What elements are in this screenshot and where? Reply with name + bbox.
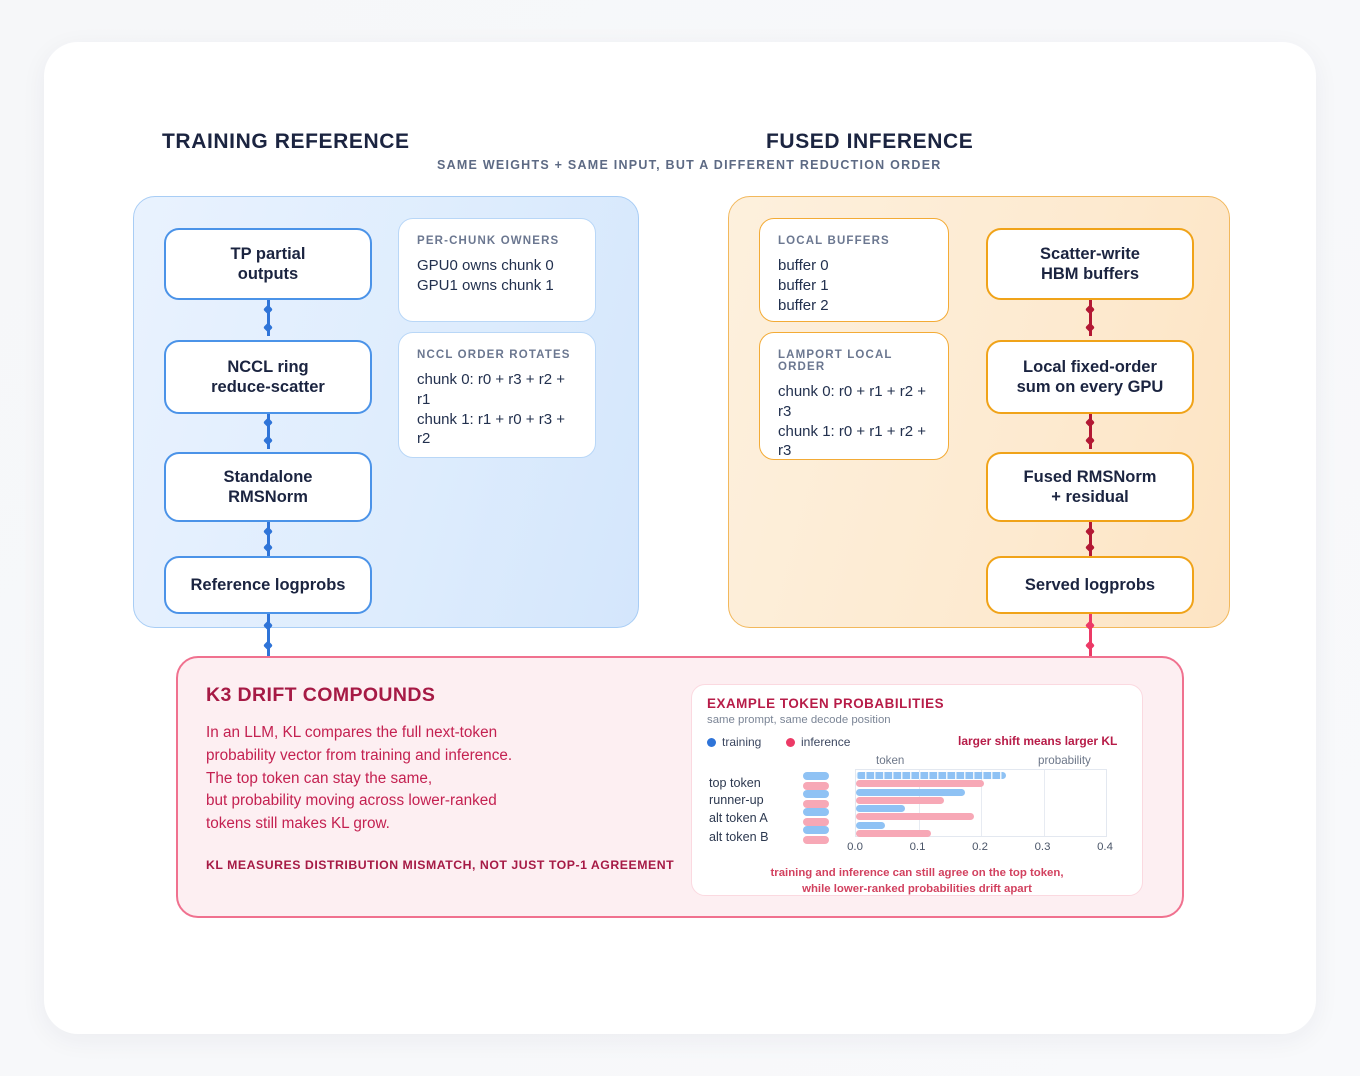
chart-title: EXAMPLE TOKEN PROBABILITIES [707, 696, 945, 711]
gridline [1043, 770, 1045, 836]
note-heading: NCCL ORDER ROTATES [417, 349, 571, 361]
drift-body: In an LLM, KL compares the full next-tok… [206, 722, 646, 836]
x-tick: 0.0 [847, 841, 863, 853]
drift-footer: KL MEASURES DISTRIBUTION MISMATCH, NOT J… [206, 858, 675, 872]
note-box-per-chunk-owners: PER-CHUNK OWNERS GPU0 owns chunk 0 GPU1 … [398, 218, 596, 322]
bar-training [856, 788, 966, 796]
connector-training-1 [263, 298, 274, 336]
drift-body-line: In an LLM, KL compares the full next-tok… [206, 724, 498, 741]
flow-box-reference-logprobs[interactable]: Reference logprobs [164, 556, 372, 614]
bar-inference [856, 813, 974, 821]
drift-body-line: but probability moving across lower-rank… [206, 792, 497, 810]
legend-swatch-training-icon [707, 737, 716, 747]
flow-box-label: NCCL ring reduce-scatter [211, 357, 325, 396]
token-pill-inference [803, 800, 829, 808]
chart-column-header-token: token [876, 754, 905, 767]
connector-inference-1 [1085, 298, 1096, 336]
note-line: chunk 1: r0 + r1 + r2 + r3 [778, 422, 927, 460]
flow-box-served-logprobs[interactable]: Served logprobs [986, 556, 1194, 614]
note-heading: LAMPORT LOCAL ORDER [778, 349, 893, 373]
flow-box-label: Standalone RMSNorm [223, 467, 313, 506]
note-line: chunk 0: r0 + r1 + r2 + r3 [778, 383, 927, 420]
connector-training-2 [263, 411, 274, 449]
flow-box-local-fixed-order-sum[interactable]: Local fixed-order sum on every GPU [986, 340, 1194, 414]
token-pill-inference [803, 782, 829, 790]
flow-box-label: Scatter-write HBM buffers [1040, 244, 1140, 283]
bar-training [856, 772, 1006, 779]
chart-row-label: top token [709, 776, 761, 790]
token-pill-training [803, 772, 829, 780]
drift-body-line: probability vector from training and inf… [206, 746, 513, 764]
flow-box-label: TP partial outputs [230, 244, 306, 283]
bar-training [856, 821, 886, 829]
bar-training [856, 805, 905, 812]
token-pill-training [803, 808, 829, 816]
flow-box-standalone-rmsnorm[interactable]: Standalone RMSNorm [164, 452, 372, 522]
connector-inference-3 [1085, 520, 1096, 556]
note-heading: PER-CHUNK OWNERS [417, 235, 560, 247]
flow-box-label: Local fixed-order sum on every GPU [1016, 357, 1164, 396]
chart-caption: training and inference can still agree o… [691, 866, 1143, 897]
note-line: buffer 0 [778, 257, 829, 274]
x-tick: 0.1 [909, 841, 926, 853]
legend-swatch-inference-icon [786, 737, 795, 747]
connector-inference-to-drift [1085, 612, 1096, 660]
chart-column-header-probability: probability [1038, 754, 1091, 767]
flow-box-label: Reference logprobs [190, 575, 346, 594]
diagram-subtitle: SAME WEIGHTS + SAME INPUT, BUT A DIFFERE… [437, 158, 942, 172]
note-box-local-buffers: LOCAL BUFFERS buffer 0 buffer 1 buffer 2 [759, 218, 949, 322]
note-line: buffer 2 [778, 296, 829, 314]
token-pill-inference [803, 818, 829, 826]
chart-caption-line: while lower-ranked probabilities drift a… [802, 882, 1032, 895]
token-pill-inference [803, 836, 829, 844]
connector-training-3 [263, 520, 274, 556]
drift-body-line: The top token can stay the same, [206, 769, 433, 787]
gridline [981, 770, 982, 836]
drift-title: K3 DRIFT COMPOUNDS [206, 684, 436, 706]
chart-caption-line: training and inference can still agree o… [770, 867, 1064, 879]
token-pill-training [803, 826, 829, 834]
chart-subtitle: same prompt, same decode position [707, 714, 891, 726]
note-box-lamport-local-order: LAMPORT LOCAL ORDER chunk 0: r0 + r1 + r… [759, 332, 949, 460]
flow-box-label: Served logprobs [1024, 575, 1156, 594]
token-pill-training [803, 790, 829, 798]
chart-annotation: larger shift means larger KL [958, 734, 1118, 748]
x-tick: 0.3 [1034, 841, 1051, 853]
connector-inference-2 [1085, 411, 1096, 449]
note-line: buffer 1 [778, 276, 829, 294]
note-line: GPU1 owns chunk 1 [417, 276, 554, 294]
column-title-inference: FUSED INFERENCE [766, 130, 974, 153]
legend-label: inference [801, 735, 851, 749]
legend-label: training [722, 735, 762, 749]
chart-row-label: runner-up [709, 793, 764, 807]
bar-inference [856, 829, 931, 837]
flow-box-fused-rmsnorm-residual[interactable]: Fused RMSNorm + residual [986, 452, 1194, 522]
note-heading: LOCAL BUFFERS [778, 235, 890, 247]
note-line: chunk 0: r0 + r3 + r2 + r1 [417, 371, 566, 408]
flow-box-label: Fused RMSNorm + residual [1023, 467, 1157, 506]
connector-training-to-drift [263, 612, 274, 660]
chart-row-label: alt token B [709, 830, 769, 844]
note-line: chunk 1: r1 + r0 + r3 + r2 [417, 410, 566, 448]
flow-box-nccl-ring-reduce-scatter[interactable]: NCCL ring reduce-scatter [164, 340, 372, 414]
drift-body-line: tokens still makes KL grow. [206, 815, 390, 833]
legend-item-inference: inference [786, 735, 850, 749]
note-box-nccl-order-rotates: NCCL ORDER ROTATES chunk 0: r0 + r3 + r2… [398, 332, 596, 458]
bar-inference [856, 796, 944, 804]
column-title-training: TRAINING REFERENCE [162, 130, 410, 153]
flow-box-tp-partial-outputs[interactable]: TP partial outputs [164, 228, 372, 300]
chart-plot-area [855, 769, 1107, 837]
x-tick: 0.4 [1097, 841, 1113, 853]
note-line: GPU0 owns chunk 0 [417, 257, 554, 274]
x-tick: 0.2 [972, 841, 988, 853]
flow-box-scatter-write-hbm-buffers[interactable]: Scatter-write HBM buffers [986, 228, 1194, 300]
legend-item-training: training [707, 735, 761, 749]
bar-inference [856, 780, 985, 788]
chart-row-label: alt token A [709, 811, 768, 825]
